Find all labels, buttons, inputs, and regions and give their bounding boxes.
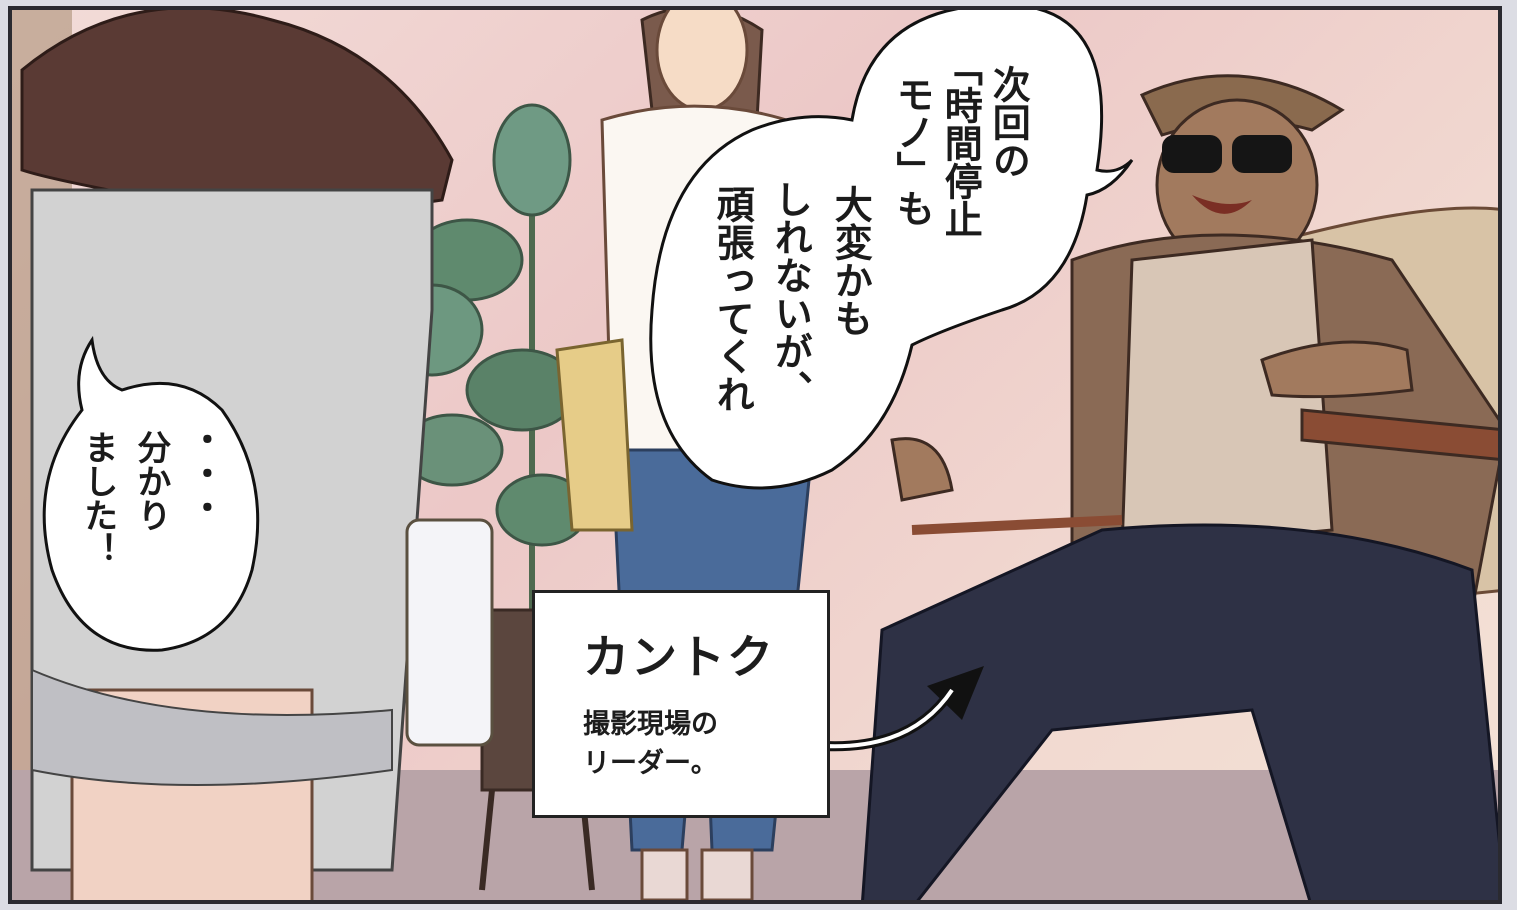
speech-line: 大変かも — [828, 185, 873, 337]
speech-line: ・・・ — [183, 422, 224, 524]
panel-artwork — [12, 10, 1498, 900]
speech-line: しれないが、 — [768, 180, 813, 408]
speech-line: 「時間停止 — [938, 48, 983, 238]
speech-line: 次回の — [986, 65, 1031, 179]
girl-speech-bubble — [42, 335, 260, 652]
arrow-head-icon — [927, 666, 984, 720]
director-speech-bubble — [649, 10, 1134, 490]
caption-title: カントク — [583, 630, 775, 684]
caption-description: 撮影現場の リーダー。 — [583, 709, 718, 780]
speech-line: ました！ — [77, 430, 118, 566]
director-character — [861, 74, 1498, 900]
speech-line: モノ」も — [890, 75, 935, 227]
speech-line: 分かり — [130, 430, 171, 532]
character-caption: カントク 撮影現場の リーダー。 — [532, 590, 830, 818]
speech-line: 頑張ってくれ — [710, 185, 755, 413]
comic-panel: 次回の 「時間停止 モノ」も 大変かも しれないが、 頑張ってくれ ・・・ 分か… — [8, 6, 1502, 904]
